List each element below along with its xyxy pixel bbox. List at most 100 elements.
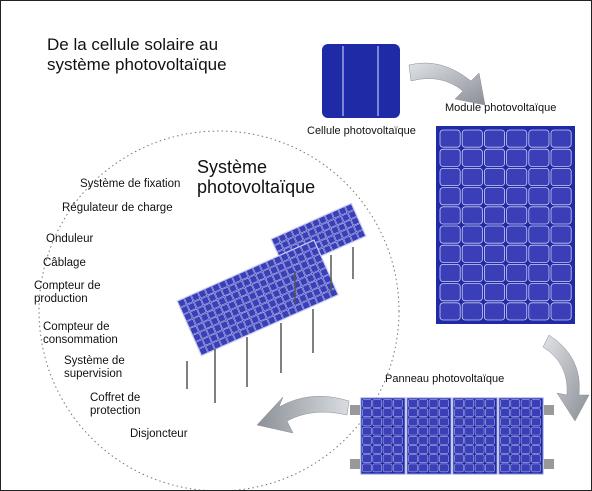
diagram-title-line1: De la cellule solaire au [47, 35, 219, 54]
panel-cell [500, 399, 510, 408]
array-cell [177, 298, 187, 308]
array-cell [254, 305, 264, 315]
array-cell [244, 301, 254, 311]
component-label-supervision-1: Système de [64, 355, 125, 367]
component-label-cablage: Câblage [43, 257, 86, 269]
array-cell [356, 229, 366, 239]
array-cell [191, 292, 201, 302]
array-cell [341, 213, 351, 222]
panel-cell [485, 426, 495, 436]
module-cell [483, 302, 505, 321]
panel-cell [372, 463, 383, 473]
array-cell [261, 285, 272, 295]
panel-cell [382, 399, 393, 408]
array-cell [196, 322, 206, 332]
array-cell [225, 276, 235, 287]
array-cell [238, 287, 248, 297]
array-cell [240, 311, 250, 321]
module-cell [483, 167, 505, 186]
panel-cell [428, 463, 439, 473]
array-cell [265, 275, 275, 285]
array-cell [193, 315, 203, 326]
array-cell [210, 299, 221, 310]
array-cell [284, 230, 294, 240]
array-cell [309, 263, 320, 274]
arrow-module-to-panel-icon [542, 334, 590, 422]
panel-cell [500, 463, 510, 473]
panel-cell [439, 436, 449, 445]
panel-cell [474, 445, 485, 454]
panel-cell [382, 445, 393, 454]
panel-cell [393, 445, 403, 454]
panel-cell [418, 445, 429, 454]
array-cell [187, 302, 197, 312]
panel-cell [408, 436, 418, 445]
panel-cell [372, 445, 383, 454]
array-cell [252, 264, 262, 274]
panel-cell [485, 445, 495, 454]
array-cell [345, 203, 354, 213]
array-cell [278, 233, 287, 243]
array-cell [298, 293, 308, 303]
array-cell [350, 232, 360, 242]
module-cell [439, 263, 461, 282]
array-cell [206, 326, 216, 336]
pv-module-image [436, 126, 575, 324]
array-cell [220, 303, 230, 313]
panel-cell [531, 399, 541, 408]
array-cell [347, 226, 357, 236]
array-cell [257, 311, 267, 322]
module-cell [506, 167, 528, 186]
array-cell [306, 257, 317, 267]
array-cell [232, 273, 242, 284]
panel-cell [439, 454, 449, 463]
panel-cell [408, 399, 418, 408]
array-cell [203, 302, 214, 313]
panel-cell [372, 454, 383, 463]
array-cell [216, 330, 226, 340]
array-cell [284, 299, 294, 309]
component-label-coffret-2: protection [90, 405, 141, 417]
array-cell [197, 305, 207, 316]
module-cell [483, 263, 505, 282]
array-cell [267, 315, 277, 325]
array-cell [199, 329, 209, 339]
array-cell [204, 286, 214, 296]
panel-cell [474, 408, 485, 417]
panel-cell [454, 426, 464, 436]
panel-cell [382, 454, 393, 463]
panel-cell [520, 463, 531, 473]
panel-cell [531, 408, 541, 417]
panel-cell [362, 426, 372, 436]
panel-cell [362, 436, 372, 445]
panel-cell [510, 454, 521, 463]
panel-cell [510, 399, 521, 408]
array-cell [315, 294, 325, 304]
array-cell [307, 240, 317, 250]
array-cell [219, 337, 229, 347]
array-cell [186, 318, 196, 329]
array-cell [318, 284, 329, 294]
panel-cell [485, 399, 495, 408]
array-cell [299, 276, 309, 287]
panel-cell [372, 417, 383, 427]
module-cell [461, 283, 483, 302]
array-cell [230, 307, 240, 317]
array-cell [340, 229, 350, 239]
array-cell [207, 292, 218, 303]
array-cell [274, 295, 285, 306]
array-cell [214, 289, 224, 300]
panel-cell [510, 417, 521, 427]
panel-cell [485, 463, 495, 473]
array-cell [350, 216, 360, 226]
panel-cell [485, 417, 495, 427]
panel-cell [428, 445, 439, 454]
panel-cell [531, 436, 541, 445]
array-cell [274, 242, 284, 252]
array-cell [236, 321, 246, 331]
module-cell [461, 263, 483, 282]
panel-cell [474, 463, 485, 473]
module-cell [550, 225, 572, 244]
